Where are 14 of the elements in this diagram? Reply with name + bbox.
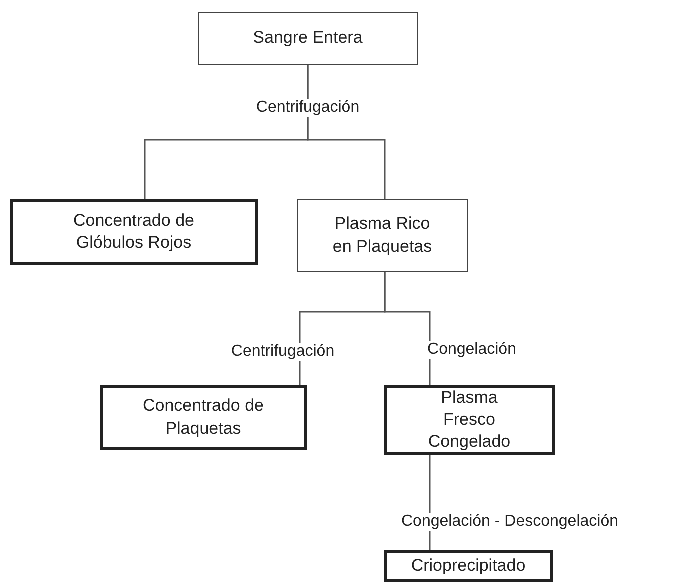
product-box: [100, 385, 307, 450]
node-label: Plasma Rico en Plaquetas: [332, 213, 434, 258]
node-label: Crioprecipitado: [411, 554, 526, 577]
product-box: [384, 550, 553, 582]
product-box: [384, 385, 555, 455]
node-label: Plasma Fresco Congelado: [427, 386, 512, 454]
node-label: Sangre Entera: [253, 27, 363, 50]
process-box: [297, 199, 468, 272]
connector-line: [384, 272, 431, 385]
node-label: Concentrado de Plaquetas: [142, 395, 265, 440]
process-box: [198, 12, 418, 65]
connector-line: [307, 65, 386, 199]
product-box: [10, 199, 258, 265]
node-label: Concentrado de Glóbulos Rojos: [72, 210, 196, 254]
